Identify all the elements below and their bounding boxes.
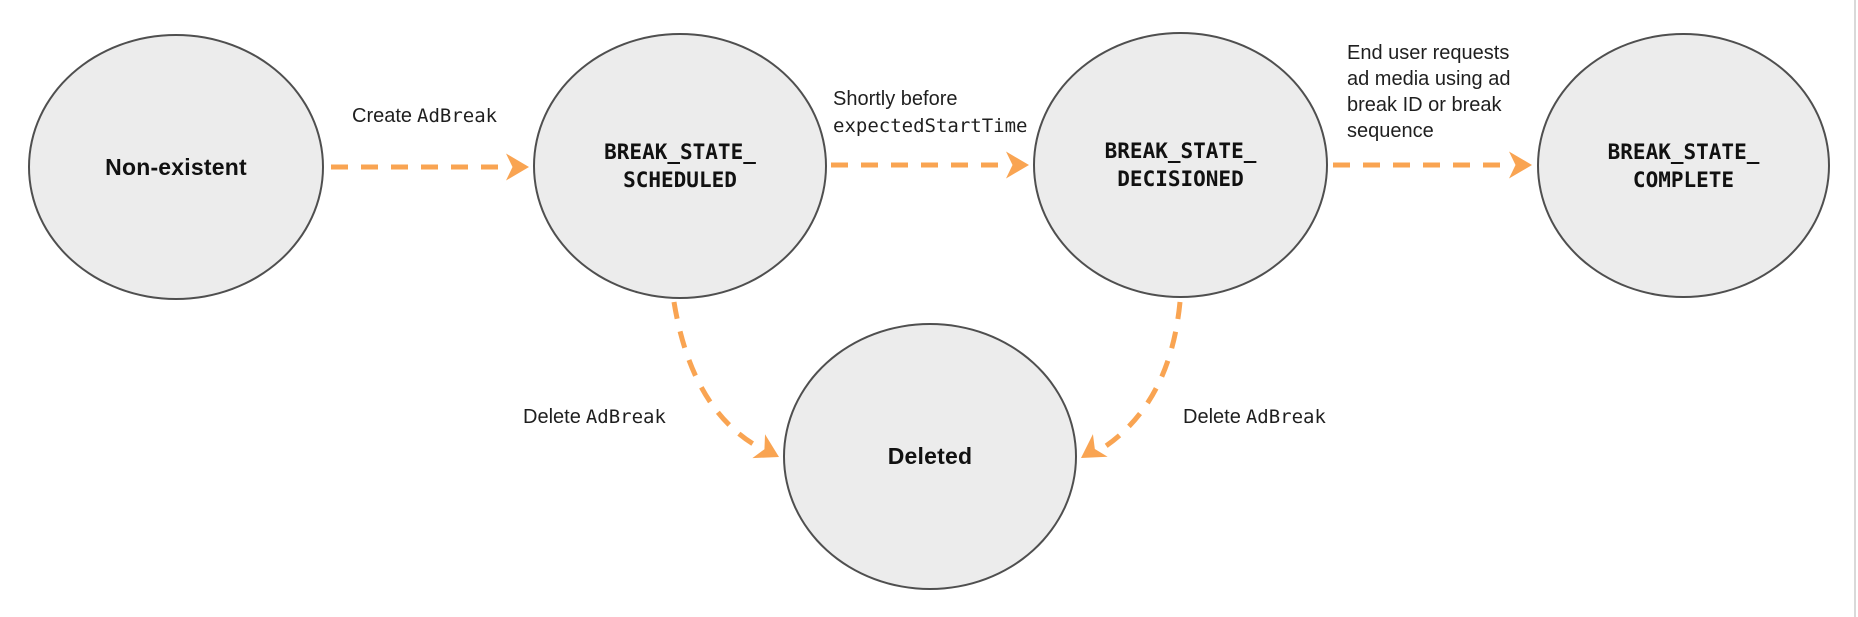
arrowhead-icon (1509, 151, 1532, 179)
transition-arrow-create-adbreak (331, 153, 529, 181)
state-label-line1: BREAK_STATE_ (1104, 139, 1257, 163)
transition-arrow-delete-from-decisioned (1081, 301, 1183, 458)
state-node-non-existent: Non-existent (28, 34, 324, 300)
state-node-break-state-scheduled: BREAK_STATE_ SCHEDULED (533, 33, 827, 299)
edge-label-code-text: AdBreak (1245, 406, 1326, 428)
arrowhead-icon (1081, 434, 1108, 458)
edge-label-code-text: AdBreak (585, 406, 666, 428)
arrowhead-icon (1006, 151, 1029, 179)
edge-label-plain-text: Delete (1183, 406, 1241, 428)
transition-arrow-end-user-requests (1333, 151, 1532, 179)
state-label: Deleted (887, 443, 973, 469)
arrowhead-icon (506, 153, 529, 181)
state-node-deleted: Deleted (783, 323, 1077, 590)
edge-label-plain-text: Create (352, 105, 413, 127)
state-label-line1: BREAK_STATE_ (1607, 139, 1760, 164)
transition-arrow-shortly-before (831, 151, 1029, 179)
edge-label-plain-text: Delete (523, 406, 581, 428)
arrowhead-icon (752, 434, 779, 459)
edge-label-shortly-before: Shortly before expectedStartTime (833, 86, 1027, 140)
page-right-edge-divider (1854, 0, 1856, 617)
state-node-break-state-complete: BREAK_STATE_ COMPLETE (1537, 33, 1830, 298)
edge-label-code-text: expectedStartTime (833, 115, 1028, 137)
edge-label-plain-text: Shortly before (833, 88, 958, 110)
transition-arrow-delete-from-scheduled (671, 301, 779, 459)
edge-label-code-text: AdBreak (417, 105, 498, 127)
state-node-break-state-decisioned: BREAK_STATE_ DECISIONED (1033, 32, 1328, 298)
state-label-line1: BREAK_STATE_ (604, 140, 756, 164)
state-label-line2: SCHEDULED (623, 168, 737, 192)
state-label-line2: COMPLETE (1632, 167, 1735, 192)
state-label: Non-existent (105, 153, 247, 180)
state-label-line2: DECISIONED (1117, 167, 1244, 191)
edge-label-end-user-requests: End user requests ad media using ad brea… (1347, 42, 1511, 142)
